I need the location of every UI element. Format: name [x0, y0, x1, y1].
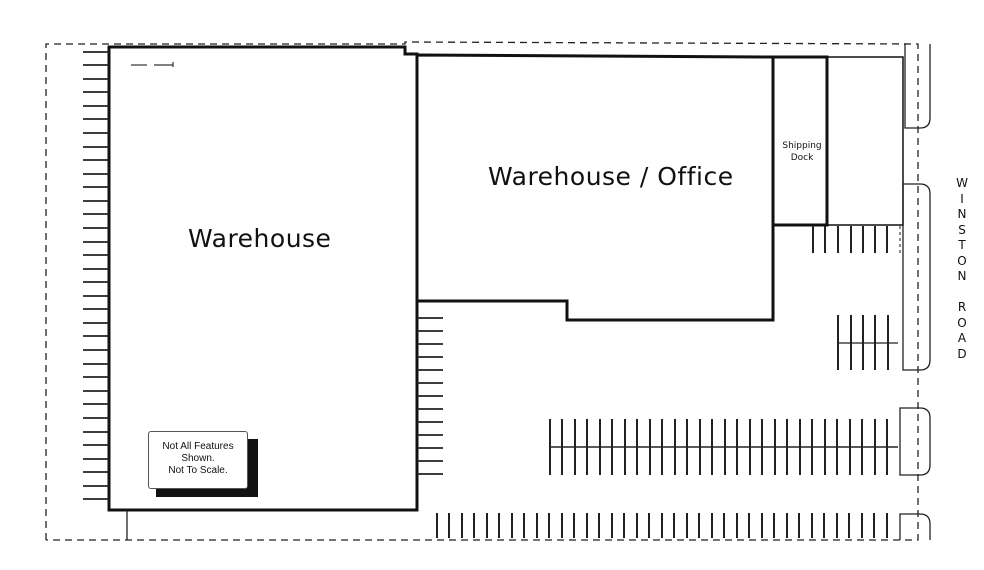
disclaimer-note: Not All Features Shown. Not To Scale. — [148, 431, 248, 489]
shipping-dock-label-line2: Dock — [790, 153, 814, 163]
warehouse-label: Warehouse — [188, 224, 332, 253]
note-line-3: Not To Scale. — [168, 465, 228, 476]
road-letter: O — [957, 253, 967, 268]
road-letter: N — [957, 269, 967, 283]
shipping-dock-label: Shipping Dock — [776, 140, 828, 164]
road-letter: S — [958, 222, 966, 237]
road-letter: N — [957, 207, 967, 221]
driveway-entrances — [899, 44, 931, 540]
dock-apron — [773, 56, 904, 226]
note-line-1: Not All Features — [162, 441, 234, 452]
parking-stripes-south-single — [436, 513, 888, 538]
note-line-2: Shown. — [181, 453, 215, 464]
road-label: W I N S T O N R O A D — [955, 176, 969, 362]
parking-stripes-west — [83, 51, 128, 540]
road-letter: T — [958, 238, 966, 252]
road-letter: D — [957, 346, 967, 361]
road-letter: I — [960, 191, 964, 206]
parking-stripes-south-double — [549, 419, 898, 475]
parking-stripes-center — [417, 317, 443, 475]
road-letter — [955, 285, 969, 301]
road-letter: O — [957, 315, 967, 330]
road-letter: R — [957, 300, 967, 314]
parking-stripes-east — [837, 315, 898, 370]
scale-mark — [131, 62, 174, 67]
parking-stripes-dock — [812, 226, 901, 253]
property-boundary — [45, 41, 919, 541]
road-letter: A — [957, 331, 967, 345]
road-letter: W — [956, 176, 968, 190]
shipping-dock-label-line1: Shipping — [782, 141, 822, 151]
warehouse-office-label: Warehouse / Office — [488, 162, 734, 191]
